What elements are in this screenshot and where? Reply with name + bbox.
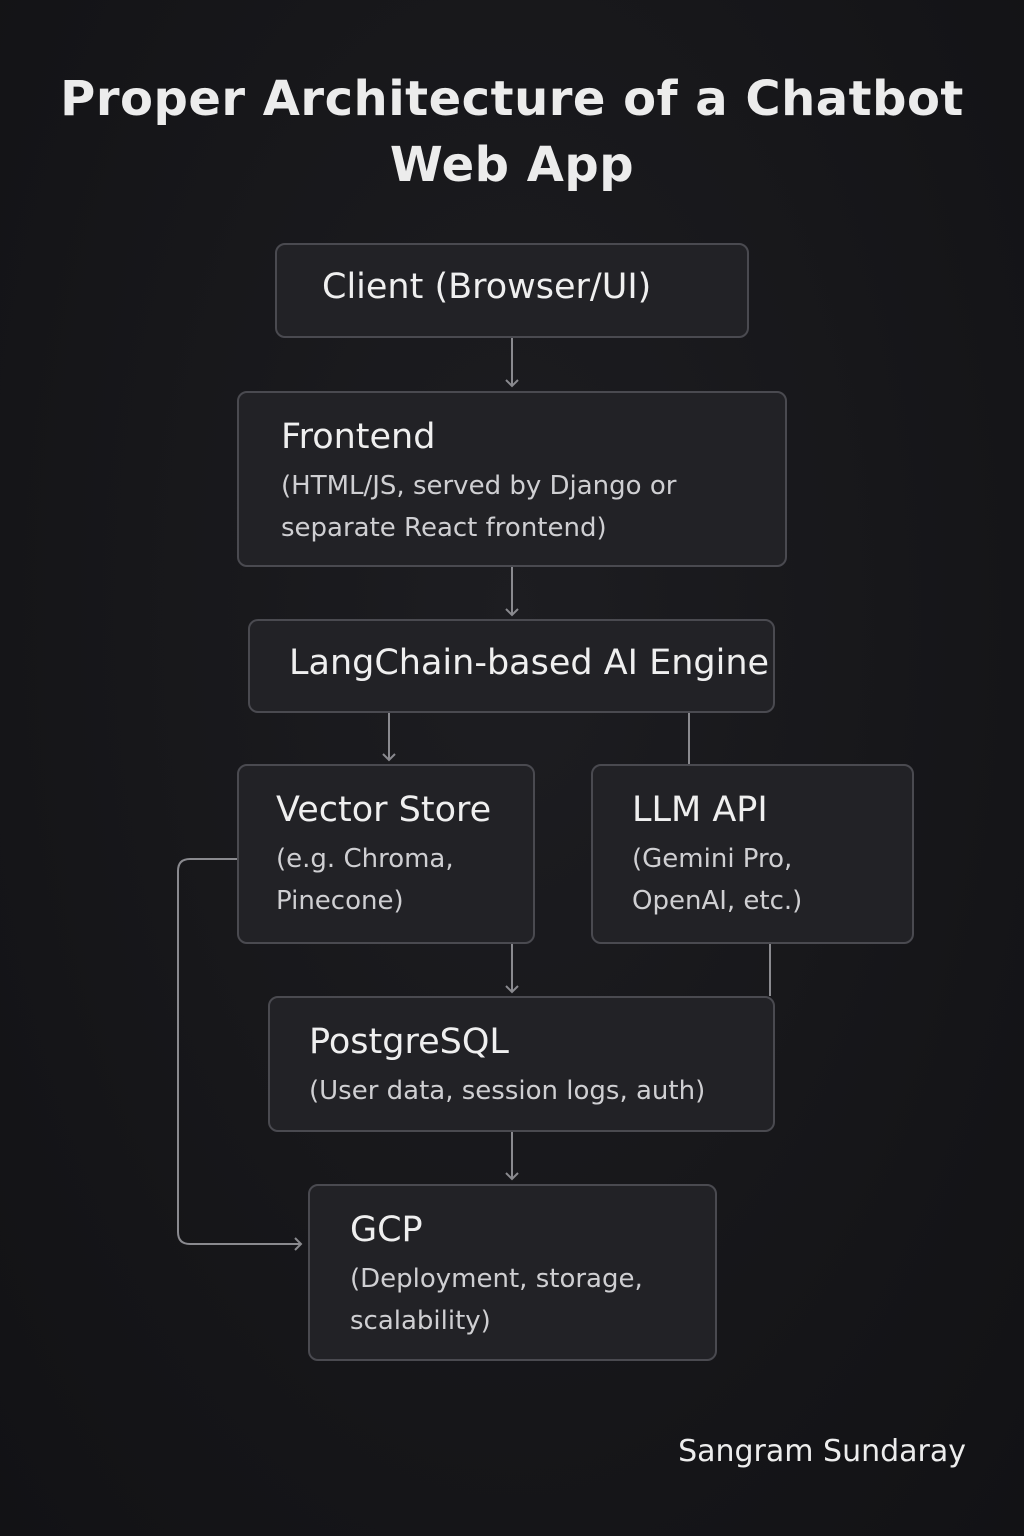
postgres-desc: (User data, session logs, auth) [309,1076,706,1106]
postgres-box: PostgreSQL (User data, session logs, aut… [268,996,775,1132]
frontend-desc: (HTML/JS, served by Django or separate R… [281,471,677,543]
ai-engine-box: LangChain-based AI Engine [248,619,775,713]
gcp-desc: (Deployment, storage, scalability) [350,1264,643,1336]
client-box: Client (Browser/UI) [275,243,749,338]
vector-store-box: Vector Store (e.g. Chroma, Pinecone) [237,764,535,944]
postgres-title: PostgreSQL [309,1022,509,1062]
llm-api-title: LLM API [632,790,768,830]
author-credit: Sangram Sundaray [678,1434,966,1469]
diagram-title: Proper Architecture of a Chatbot Web App [60,71,964,193]
llm-api-desc: (Gemini Pro, OpenAI, etc.) [632,844,803,916]
frontend-box: Frontend (HTML/JS, served by Django or s… [237,391,787,567]
arrow-vector-store-to-gcp [177,858,303,1251]
ai-engine-title: LangChain-based AI Engine [289,643,770,683]
frontend-title: Frontend [281,417,436,457]
gcp-title: GCP [350,1210,423,1250]
vector-store-title: Vector Store [276,790,492,830]
client-title: Client (Browser/UI) [322,267,652,307]
gcp-box: GCP (Deployment, storage, scalability) [308,1184,717,1361]
llm-api-box: LLM API (Gemini Pro, OpenAI, etc.) [591,764,914,944]
vector-store-desc: (e.g. Chroma, Pinecone) [276,844,454,916]
